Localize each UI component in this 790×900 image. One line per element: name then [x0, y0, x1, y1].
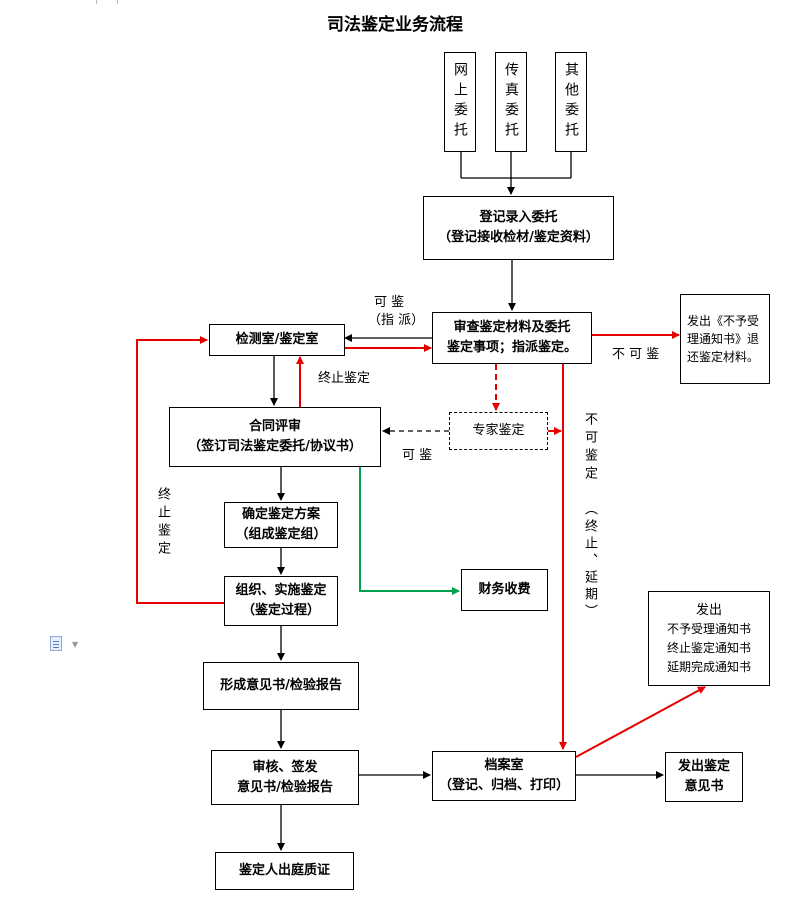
register-line-1: 登记录入委托: [479, 210, 558, 225]
cannot-vertical-label: 不可鉴定: [582, 412, 597, 484]
lab-box: 检测室/鉴定室: [209, 324, 345, 356]
other-commission-box: 其他委托: [555, 52, 587, 152]
sign-line-2: 意见书/检验报告: [237, 779, 333, 795]
notices-line-4: 延期完成通知书: [666, 659, 751, 674]
terminate-top-label: 终止鉴定: [318, 371, 371, 386]
page-corner-marks: [96, 0, 118, 4]
reject-notice-text: 发出《不予受理通知书》退还鉴定材料。: [687, 314, 760, 364]
document-icon[interactable]: [50, 636, 62, 651]
finance-label: 财务收费: [478, 582, 531, 597]
fax-commission-label: 传真委托: [503, 62, 519, 142]
contract-review-box: 合同评审 （签订司法鉴定委托/协议书）: [169, 407, 381, 467]
online-commission-box: 网上委托: [444, 52, 476, 152]
register-box: 登记录入委托 （登记接收检材/鉴定资料）: [423, 196, 614, 260]
notices-line-2: 不予受理通知书: [666, 621, 751, 636]
dropdown-caret-icon[interactable]: ▼: [72, 640, 79, 649]
opinion-box: 形成意见书/检验报告: [203, 662, 359, 710]
other-commission-label: 其他委托: [563, 62, 579, 142]
expert-label: 专家鉴定: [472, 423, 525, 438]
implement-box: 组织、实施鉴定 （鉴定过程）: [224, 576, 338, 626]
archive-box: 档案室 （登记、归档、打印）: [432, 751, 576, 801]
implement-line-1: 组织、实施鉴定: [235, 583, 327, 598]
finance-box: 财务收费: [461, 569, 548, 611]
implement-line-2: （鉴定过程）: [241, 603, 320, 618]
cannot-label: 不 可 鉴: [612, 347, 660, 362]
can-assign-label-1: 可 鉴: [374, 295, 405, 310]
page-title: 司法鉴定业务流程: [327, 15, 463, 35]
court-label: 鉴定人出庭质证: [238, 863, 330, 878]
register-line-2: （登记接收检材/鉴定资料）: [438, 230, 599, 245]
opinion-label: 形成意见书/检验报告: [220, 678, 342, 693]
reject-notice-box: 发出《不予受理通知书》退还鉴定材料。: [680, 294, 770, 384]
review-line-1: 审查鉴定材料及委托: [453, 320, 571, 335]
contract-line-1: 合同评审: [248, 419, 301, 434]
plan-line-2: （组成鉴定组）: [235, 527, 327, 542]
can-label: 可 鉴: [402, 448, 433, 463]
issue-opinion-label: 发出鉴定意见书: [677, 759, 730, 794]
notices-line-3: 终止鉴定通知书: [666, 640, 751, 655]
arrow-archive-notices: [575, 686, 706, 758]
plan-box: 确定鉴定方案 （组成鉴定组）: [224, 502, 338, 548]
notices-box: 发出 不予受理通知书 终止鉴定通知书 延期完成通知书: [648, 591, 770, 686]
arrow-implement-lab: [136, 336, 224, 604]
can-assign-label-2: （指 派）: [368, 313, 425, 328]
review-line-2: 鉴定事项；指派鉴定。: [446, 340, 577, 355]
arrow-contract-finance: [359, 467, 460, 595]
notices-line-1: 发出: [695, 602, 722, 618]
sign-line-1: 审核、签发: [252, 759, 318, 775]
archive-line-2: （登记、归档、打印）: [438, 778, 569, 793]
terminate-delay-label: （终止、延期）: [582, 502, 597, 621]
lab-label: 检测室/鉴定室: [235, 332, 319, 347]
sign-box: 审核、签发 意见书/检验报告: [211, 750, 359, 805]
contract-line-2: （签订司法鉴定委托/协议书）: [188, 439, 362, 454]
online-commission-label: 网上委托: [452, 62, 468, 142]
issue-opinion-box: 发出鉴定意见书: [665, 752, 743, 802]
plan-line-1: 确定鉴定方案: [241, 507, 320, 522]
merge-line: [460, 152, 572, 179]
expert-box: 专家鉴定: [449, 412, 548, 450]
fax-commission-box: 传真委托: [495, 52, 527, 152]
archive-line-1: 档案室: [484, 758, 524, 773]
terminate-left-label: 终止鉴定: [155, 487, 170, 559]
court-box: 鉴定人出庭质证: [215, 852, 354, 890]
review-box: 审查鉴定材料及委托 鉴定事项；指派鉴定。: [432, 312, 592, 364]
